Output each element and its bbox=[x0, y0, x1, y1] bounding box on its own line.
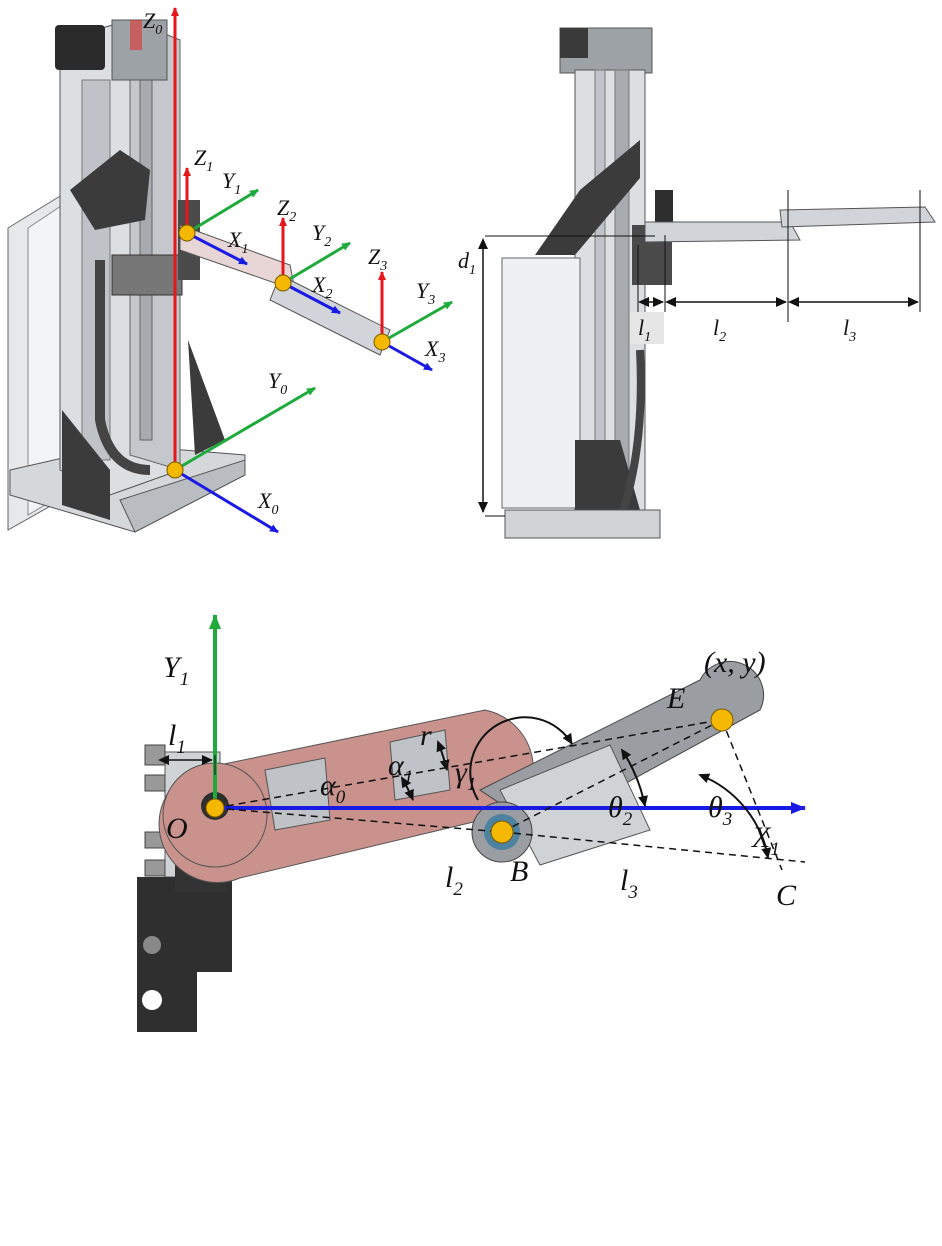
label-theta2: θ2 bbox=[608, 791, 633, 830]
dark-gusset-lower-right bbox=[188, 340, 225, 455]
arc-gamma1 bbox=[469, 716, 573, 801]
label-alpha1: α1 bbox=[388, 749, 413, 788]
y3-axis bbox=[381, 300, 453, 344]
y0-axis bbox=[174, 386, 316, 472]
arm-link-2 bbox=[269, 274, 391, 356]
label-z0: Z0 bbox=[143, 8, 162, 38]
joint-origin bbox=[205, 798, 225, 818]
dark-gusset-lower-left bbox=[62, 410, 110, 520]
label-x0: X0 bbox=[257, 488, 278, 518]
dark-gusset-upper bbox=[70, 150, 150, 230]
side-arm-link-2 bbox=[644, 221, 801, 243]
label-z3: Z3 bbox=[368, 244, 387, 274]
label-origin: O bbox=[166, 812, 188, 845]
line-b-e bbox=[501, 719, 723, 833]
base-motor bbox=[137, 877, 232, 972]
label-point-c: C bbox=[776, 879, 797, 912]
side-gusset-lower bbox=[575, 440, 640, 510]
label-gamma1: γ1 bbox=[455, 756, 476, 795]
line-o-b bbox=[214, 807, 503, 833]
motor bbox=[55, 25, 105, 70]
label-theta3: θ3 bbox=[708, 791, 732, 830]
label-x2: X2 bbox=[311, 272, 332, 302]
y2-axis bbox=[282, 241, 351, 285]
joint-end-effector bbox=[710, 708, 734, 732]
label-y1: Y1 bbox=[222, 168, 241, 198]
label-l1-planar: l1 bbox=[168, 719, 186, 758]
arc-theta2 bbox=[620, 748, 648, 807]
cable-chain bbox=[95, 260, 151, 475]
x1-axis bbox=[186, 231, 248, 266]
label-y3: Y3 bbox=[416, 278, 435, 308]
label-y2: Y2 bbox=[312, 220, 331, 250]
x0-axis bbox=[174, 468, 279, 534]
side-column bbox=[574, 69, 646, 511]
isometric-view: Z0 Y0 X0 Z1 Y1 X1 Z2 Y2 X2 Z3 Y3 X3 bbox=[7, 7, 453, 534]
carriage bbox=[111, 254, 183, 296]
joint-0 bbox=[166, 461, 184, 479]
arc-alpha0 bbox=[400, 776, 414, 801]
label-point-b: B bbox=[510, 855, 528, 888]
arc-theta3 bbox=[698, 773, 772, 859]
label-side-l1: l1 bbox=[638, 315, 651, 345]
label-y0: Y0 bbox=[268, 368, 287, 398]
x3-axis bbox=[381, 340, 433, 372]
label-d1: d1 bbox=[458, 248, 476, 278]
label-point-e: E bbox=[666, 682, 685, 715]
label-l2-planar: l2 bbox=[445, 861, 463, 900]
label-alpha0: α0 bbox=[320, 769, 346, 808]
label-x1-planar: X1 bbox=[751, 821, 780, 860]
side-base bbox=[504, 509, 661, 539]
label-y1-planar: Y1 bbox=[163, 651, 189, 690]
planar-view: Y1 X1 l1 O B C E (x, y) r α0 α1 γ1 l2 l3… bbox=[137, 614, 806, 1032]
label-z1: Z1 bbox=[194, 145, 213, 175]
joint-1 bbox=[178, 224, 196, 242]
label-x3: X3 bbox=[424, 336, 445, 366]
label-end-coords: (x, y) bbox=[704, 646, 766, 679]
x2-axis bbox=[282, 281, 341, 315]
label-l3-planar: l3 bbox=[620, 864, 638, 903]
label-side-l2: l2 bbox=[713, 315, 726, 345]
joint-3 bbox=[373, 333, 391, 351]
label-x1: X1 bbox=[227, 227, 248, 257]
side-cabinet bbox=[501, 257, 581, 509]
line-r bbox=[214, 719, 721, 809]
joint-2 bbox=[274, 274, 292, 292]
label-z2: Z2 bbox=[277, 195, 296, 225]
label-r: r bbox=[420, 719, 432, 752]
line-e-c bbox=[721, 719, 783, 871]
side-arm-link-3 bbox=[779, 206, 936, 228]
side-view: d1 l1 l2 l3 bbox=[458, 27, 936, 539]
label-side-l3: l3 bbox=[843, 315, 856, 345]
arc-alpha1 bbox=[436, 740, 450, 771]
y1-axis bbox=[186, 188, 259, 235]
side-gusset-upper bbox=[535, 140, 640, 255]
